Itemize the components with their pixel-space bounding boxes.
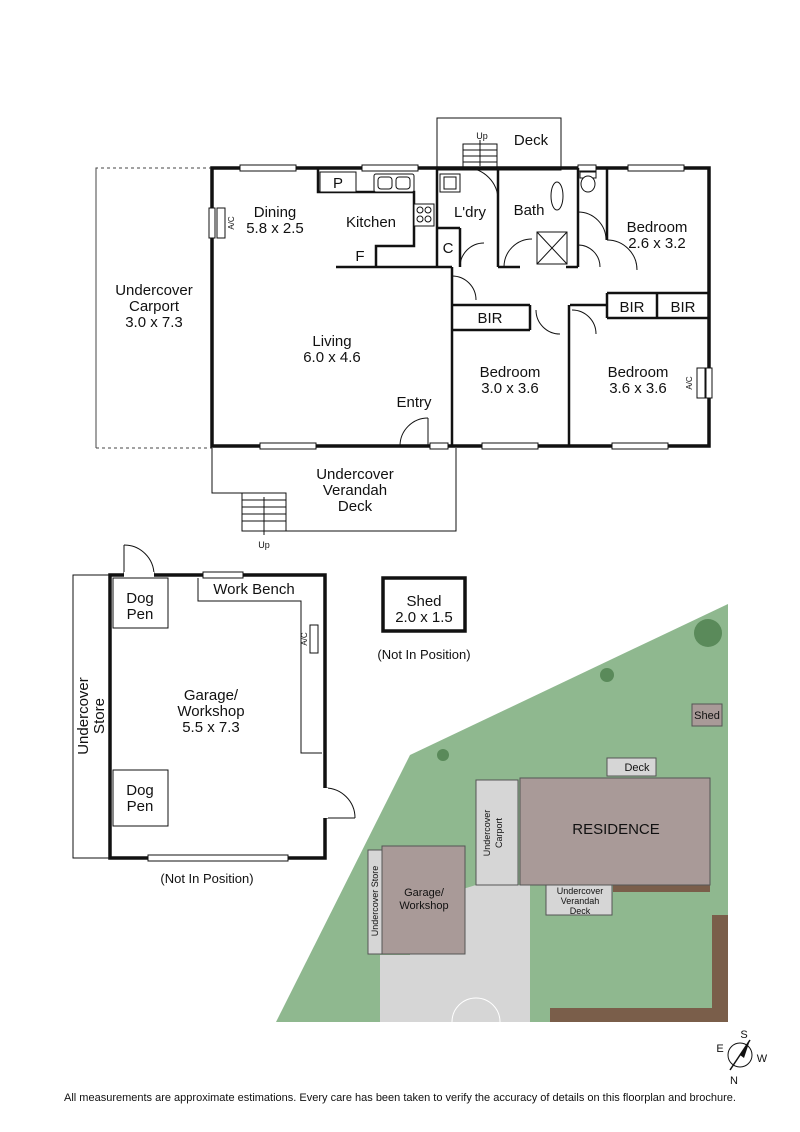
dog-pen-b-label-2: Pen (127, 798, 154, 815)
bir-label-a: BIR (619, 299, 644, 316)
site-carport-label-1: Undercover (482, 810, 492, 857)
site-verandah (545, 884, 613, 916)
laundry-label: L'dry (454, 204, 487, 221)
shed-size: 2.0 x 1.5 (395, 609, 453, 626)
dog-pen-b-label-1: Dog (126, 782, 154, 799)
site-shed-label: Shed (694, 710, 720, 722)
ac-label-2: A/C (685, 376, 694, 390)
ac-label-1: A/C (227, 216, 236, 230)
verandah-label-1: Undercover (316, 466, 394, 483)
entry-label: Entry (396, 394, 432, 411)
bedroom-3-size: 3.6 x 3.6 (609, 380, 667, 397)
cupboard-label: C (443, 240, 454, 257)
bir-label-b: BIR (670, 299, 695, 316)
shed-plan: Shed 2.0 x 1.5 (Not In Position) (377, 576, 471, 662)
house-plan: Deck Up Dining 5.8 x 2.5 P Kitchen F L'd… (95, 117, 713, 550)
site-garage-label-2: Workshop (399, 900, 448, 912)
compass: S E W N (716, 1029, 767, 1087)
site-garage (381, 845, 466, 955)
compass-e: E (716, 1043, 723, 1055)
dining-label: Dining (254, 204, 297, 221)
compass-n: N (730, 1075, 738, 1087)
bedroom-2-label: Bedroom (480, 364, 541, 381)
up-label-bottom: Up (258, 540, 270, 550)
deck-steps (462, 140, 498, 171)
site-shed (691, 703, 723, 727)
garage-ac-label: A/C (300, 632, 309, 646)
kitchen-fixtures (373, 173, 461, 227)
site-plan: Shed Deck RESIDENCE Undercover Carport U… (276, 604, 728, 1023)
site-verandah-label-2: Verandah (561, 896, 600, 906)
store-label-1: Undercover (75, 677, 92, 755)
bath-label: Bath (514, 202, 545, 219)
site-deck-label: Deck (624, 762, 650, 774)
fridge-label: F (355, 248, 364, 265)
bath-fixtures (536, 171, 597, 265)
site-carport-label-2: Carport (494, 817, 504, 848)
deck-label: Deck (514, 132, 549, 149)
dog-pen-a-label-2: Pen (127, 606, 154, 623)
shed-note: (Not In Position) (377, 647, 470, 662)
living-label: Living (312, 333, 351, 350)
verandah-label-2: Verandah (323, 482, 387, 499)
garage-label-1: Garage/ (184, 687, 239, 704)
bedroom-1-label: Bedroom (627, 219, 688, 236)
windows (208, 164, 713, 450)
garage-note: (Not In Position) (160, 871, 253, 886)
carport-label-2: Carport (129, 298, 180, 315)
verandah-label-3: Deck (338, 498, 373, 515)
disclaimer: All measurements are approximate estimat… (64, 1092, 736, 1104)
kitchen-label: Kitchen (346, 214, 396, 231)
site-store-label: Undercover Store (370, 866, 380, 937)
site-verandah-label-1: Undercover (557, 886, 604, 896)
garage-plan: Undercover Store Dog Pen Work Bench A/C … (72, 544, 356, 886)
verandah-steps (241, 492, 287, 535)
garage-label-2: Workshop (177, 703, 244, 720)
carport-size: 3.0 x 7.3 (125, 314, 183, 331)
garage-size: 5.5 x 7.3 (182, 719, 240, 736)
bedroom-3-label: Bedroom (608, 364, 669, 381)
driveway-apron (380, 955, 530, 1022)
site-residence-label: RESIDENCE (572, 821, 660, 838)
site-deck (606, 757, 657, 777)
living-size: 6.0 x 4.6 (303, 349, 361, 366)
bedroom-2-size: 3.0 x 3.6 (481, 380, 539, 397)
site-residence (519, 777, 711, 886)
house-outer-wall (210, 166, 711, 448)
site-garage-label-1: Garage/ (404, 887, 445, 899)
dining-size: 5.8 x 2.5 (246, 220, 304, 237)
compass-w: W (757, 1053, 768, 1065)
shed-label: Shed (406, 593, 441, 610)
work-bench-label: Work Bench (213, 581, 294, 598)
compass-s: S (740, 1029, 747, 1041)
door-swings (399, 167, 638, 447)
store-label-2: Store (91, 698, 108, 734)
dog-pen-a-label-1: Dog (126, 590, 154, 607)
shed-outline (381, 576, 467, 633)
bir-label-c: BIR (477, 310, 502, 327)
store-outline (72, 574, 111, 859)
carport-label-1: Undercover (115, 282, 193, 299)
up-label-top: Up (476, 131, 488, 141)
site-carport (475, 779, 519, 886)
pantry-label: P (333, 175, 343, 192)
bedroom-1-size: 2.6 x 3.2 (628, 235, 686, 252)
site-verandah-label-3: Deck (570, 906, 591, 916)
